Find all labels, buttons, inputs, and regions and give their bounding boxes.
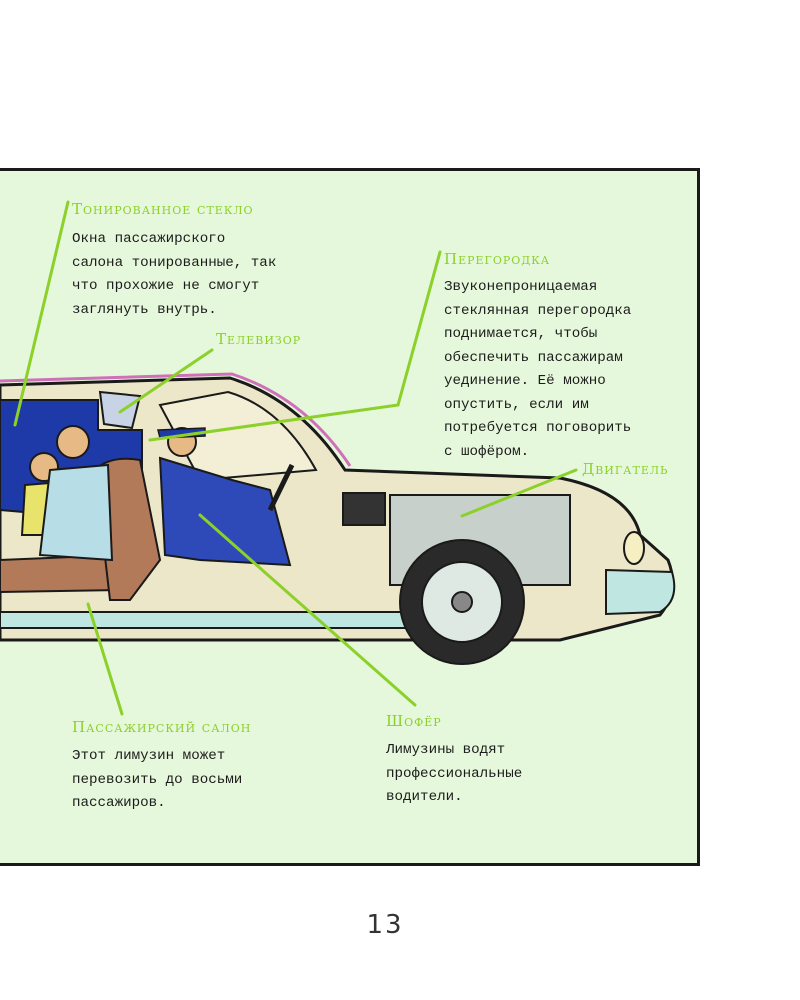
- page-number: 13: [366, 910, 404, 940]
- chauffeur-body: [158, 456, 292, 567]
- chauffeur-title: Шофёр: [386, 712, 442, 730]
- tinted-glass-description: Окна пассажирского салона тонированные, …: [72, 231, 277, 318]
- leader-chauffeur: [198, 513, 417, 707]
- front-wheel-hub: [451, 591, 473, 613]
- leader-engine: [460, 468, 578, 518]
- passenger-adult-body: [38, 463, 114, 562]
- battery: [342, 492, 386, 526]
- leader-tv: [118, 348, 214, 414]
- partition-title: Перегородка: [444, 250, 551, 268]
- floor-strip: [0, 611, 421, 629]
- roof-trim: [0, 372, 352, 467]
- cabin-title: Пассажирский салон: [72, 718, 252, 736]
- engine-title: Двигатель: [582, 460, 669, 478]
- front-bumper: [605, 568, 676, 616]
- partition-description: Звуконепроницаемая стеклянная перегородк…: [444, 279, 632, 460]
- cabin-description: Этот лимузин может перевозить до восьми …: [72, 748, 243, 811]
- leader-tinted-glass: [13, 200, 70, 427]
- leader-partition: [148, 250, 442, 442]
- chauffeur-description: Лимузины водят профессиональные водители…: [386, 742, 523, 805]
- headlight: [623, 531, 645, 565]
- leader-cabin: [86, 602, 124, 716]
- tinted-glass-title: Тонированное стекло: [72, 200, 254, 218]
- tv-screen: [98, 390, 142, 430]
- passenger-adult-head: [56, 425, 90, 459]
- chauffeur-cap: [157, 427, 206, 439]
- steering-wheel: [267, 463, 295, 512]
- tv-title: Телевизор: [216, 330, 302, 348]
